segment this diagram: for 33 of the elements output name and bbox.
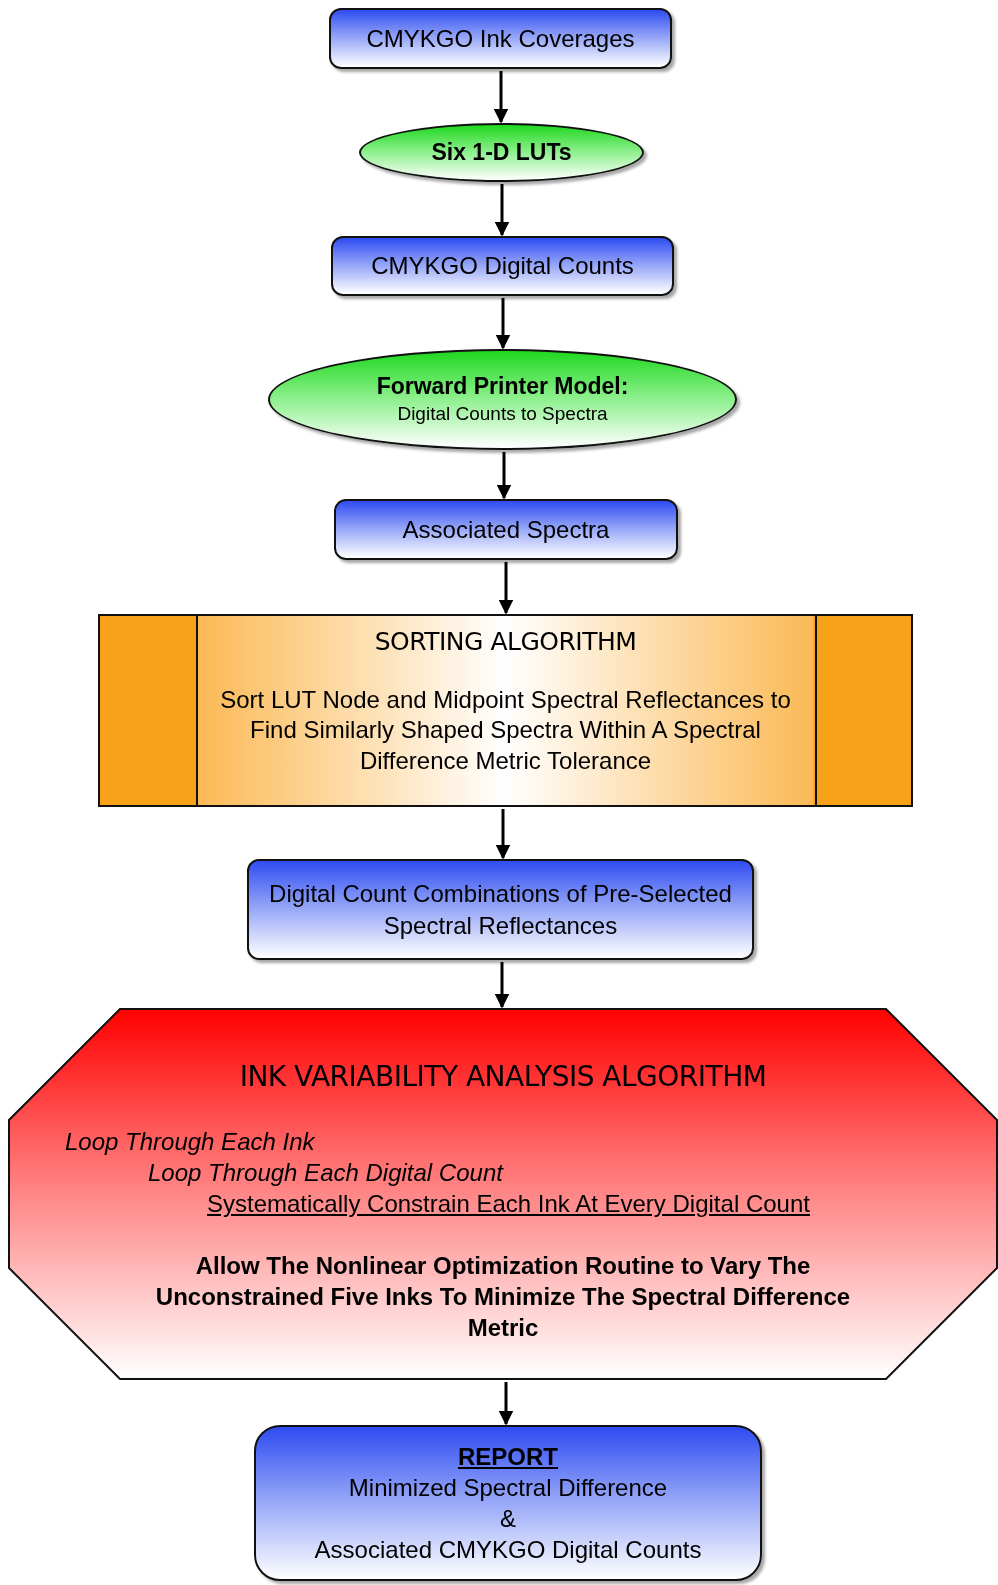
node-title: Six 1-D LUTs: [431, 137, 572, 167]
arrow: [494, 184, 510, 237]
node-label: &: [500, 1504, 516, 1534]
constraint-text: Systematically Constrain Each Ink At Every Digital Count: [207, 1190, 810, 1218]
heading: INK VARIABILITY ANALYSIS ALGORITHM: [238, 1060, 768, 1093]
node-title: Forward Printer Model:: [376, 372, 629, 402]
node-label: Minimized Spectral Difference: [348, 1472, 668, 1503]
arrow: [498, 1382, 514, 1426]
arrow: [494, 962, 510, 1009]
process-box: [334, 499, 678, 560]
arrow: [498, 562, 514, 615]
process-box: [254, 1425, 762, 1581]
heading: SORTING ALGORITHM: [374, 626, 637, 658]
node-label: Associated CMYKGO Digital Counts: [314, 1535, 702, 1566]
process-box: [247, 859, 754, 960]
algorithm-box: [98, 614, 913, 807]
node-subtitle: Digital Counts to Spectra: [397, 402, 608, 427]
process-box: [329, 8, 672, 69]
description: Sort LUT Node and Midpoint Spectral Reflectances to Find Similarly Shaped Spectra Within A Spectral Difference Metric Tolerance: [219, 684, 792, 776]
node-label: Digital Count Combinations of Pre-Selected Spectral Reflectances: [268, 879, 733, 941]
algorithm-octagon: [8, 1008, 998, 1380]
node-label: Associated Spectra: [402, 514, 610, 545]
loop-text: Loop Through Each Ink: [65, 1128, 315, 1156]
node-label: CMYKGO Digital Counts: [371, 251, 634, 282]
heading: REPORT: [458, 1441, 558, 1472]
arrow: [495, 809, 511, 860]
loop-text: Loop Through Each Digital Count: [148, 1159, 503, 1187]
arrow: [496, 452, 512, 500]
node-label: CMYKGO Ink Coverages: [366, 23, 635, 54]
description: Allow The Nonlinear Optimization Routine to Vary The Unconstrained Five Inks To Minimize The Spectral Difference Metric: [154, 1251, 852, 1344]
arrow: [493, 71, 509, 124]
process-box: [331, 236, 674, 296]
arrow: [495, 298, 511, 350]
